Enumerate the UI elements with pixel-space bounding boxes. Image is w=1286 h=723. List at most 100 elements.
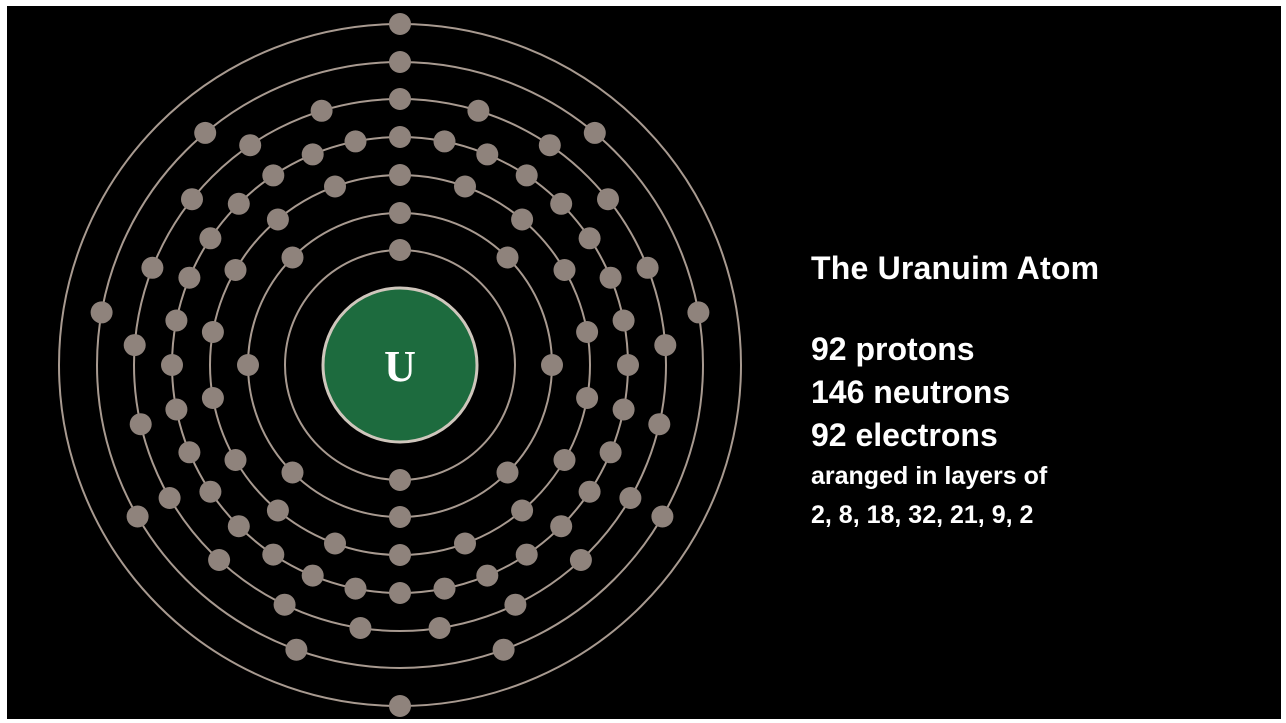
- electron: [158, 487, 181, 509]
- electron: [285, 638, 308, 661]
- electron: [553, 449, 576, 471]
- electron: [515, 543, 538, 566]
- electron: [181, 188, 203, 211]
- electron: [578, 227, 601, 250]
- electron: [237, 354, 259, 376]
- electron: [227, 515, 250, 538]
- electron: [201, 321, 224, 343]
- electron: [194, 121, 217, 144]
- electron: [178, 266, 201, 289]
- electron: [569, 549, 592, 571]
- electron: [262, 543, 285, 566]
- electron: [389, 13, 411, 35]
- electron: [636, 256, 659, 279]
- electron: [612, 398, 635, 421]
- electron: [389, 239, 411, 261]
- electron: [262, 164, 285, 187]
- electron: [301, 143, 324, 166]
- electron: [617, 354, 639, 376]
- electron: [389, 202, 411, 224]
- electron: [165, 398, 188, 421]
- electron: [310, 99, 333, 122]
- electron: [126, 505, 149, 528]
- electron: [266, 499, 289, 522]
- electron: [389, 544, 411, 566]
- electron: [266, 208, 289, 231]
- electron: [511, 499, 534, 522]
- electron: [541, 354, 563, 376]
- electron: [597, 188, 619, 211]
- electron: [129, 413, 152, 436]
- electron: [389, 126, 411, 148]
- electron: [208, 549, 231, 571]
- electron: [389, 582, 411, 604]
- electrons: [90, 13, 710, 717]
- electron: [201, 387, 224, 409]
- diagram-title: The Uranuim Atom: [811, 250, 1100, 286]
- electrons-count: 92 electrons: [811, 417, 998, 453]
- electron: [224, 259, 247, 281]
- layers-list: 2, 8, 18, 32, 21, 9, 2: [811, 501, 1034, 529]
- electron: [273, 593, 296, 616]
- electron: [389, 88, 411, 110]
- electron: [433, 130, 456, 153]
- electron: [496, 461, 519, 484]
- protons-count: 92 protons: [811, 331, 975, 367]
- electron: [324, 175, 346, 198]
- electron: [553, 259, 576, 281]
- electron: [612, 309, 635, 332]
- electron: [492, 638, 515, 661]
- electron: [515, 164, 538, 187]
- electron: [428, 617, 451, 639]
- electron: [227, 192, 250, 215]
- electron: [141, 256, 164, 279]
- electron: [576, 321, 599, 343]
- electron: [511, 208, 534, 231]
- electron: [454, 532, 476, 555]
- spacer: [811, 292, 1099, 328]
- electron: [599, 266, 622, 289]
- electron: [687, 301, 710, 324]
- electron: [389, 695, 411, 717]
- electron: [576, 387, 599, 409]
- electron: [389, 164, 411, 186]
- electron: [476, 143, 499, 166]
- electron: [648, 413, 671, 436]
- electron: [496, 246, 519, 269]
- electron: [349, 617, 372, 639]
- electron: [281, 461, 304, 484]
- electron: [454, 175, 476, 198]
- electron: [301, 564, 324, 587]
- electron: [654, 334, 677, 357]
- electron: [239, 134, 262, 157]
- electron: [433, 577, 456, 600]
- electron: [344, 577, 367, 600]
- electron: [165, 309, 188, 332]
- electron: [467, 99, 490, 122]
- atom-diagram-panel: U The Uranuim Atom 92 protons 146 neutro…: [7, 6, 1281, 719]
- electron: [199, 227, 222, 250]
- electron: [550, 515, 573, 538]
- neutrons-count: 146 neutrons: [811, 374, 1011, 410]
- electron: [178, 441, 201, 464]
- electron: [599, 441, 622, 464]
- electron: [476, 564, 499, 587]
- nucleus: [321, 286, 479, 444]
- atom-diagram: U: [58, 13, 742, 717]
- electron: [224, 449, 247, 471]
- electron: [550, 192, 573, 215]
- electron: [651, 505, 674, 528]
- electron: [578, 480, 601, 503]
- layers-caption: aranged in layers of: [811, 462, 1048, 490]
- electron: [389, 506, 411, 528]
- electron: [583, 121, 606, 144]
- electron: [281, 246, 304, 269]
- electron: [123, 334, 146, 357]
- electron: [389, 469, 411, 491]
- electron: [324, 532, 346, 555]
- nucleus-symbol: U: [384, 342, 416, 391]
- electron: [538, 134, 561, 157]
- electron: [199, 480, 222, 503]
- electron: [161, 354, 183, 376]
